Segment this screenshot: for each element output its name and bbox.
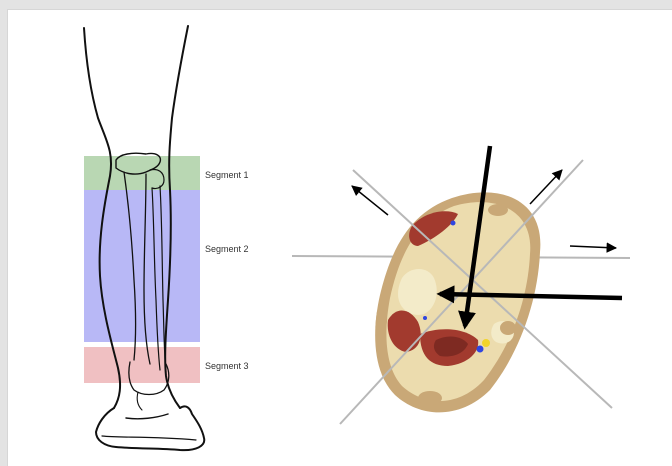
arrow-icon — [570, 246, 616, 248]
segment-2-label: Segment 2 — [205, 244, 249, 254]
segment-3-band — [84, 347, 200, 383]
segment-1-label: Segment 1 — [205, 170, 249, 180]
arrow-icon — [352, 186, 388, 215]
segment-2-band — [84, 190, 200, 342]
leg-cross-section-image — [373, 192, 540, 412]
segment-3-label: Segment 3 — [205, 361, 249, 371]
